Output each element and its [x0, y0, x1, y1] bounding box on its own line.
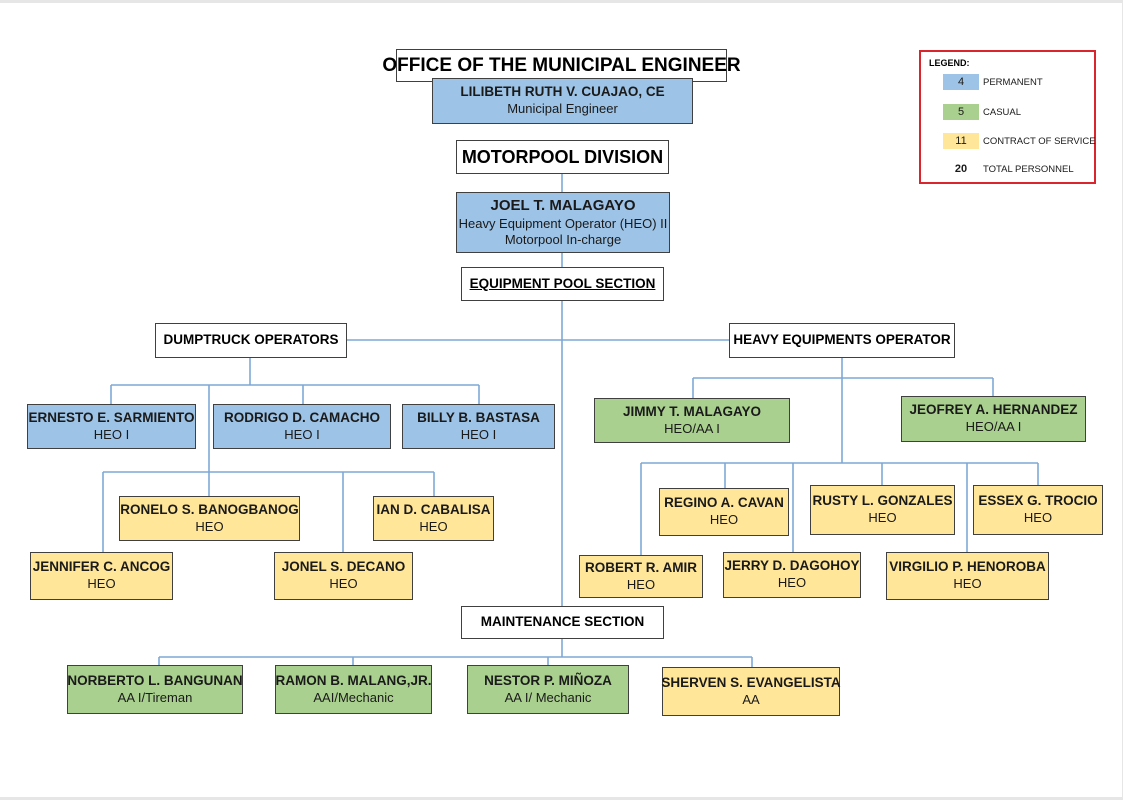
staff-name: JERRY D. DAGOHOY: [724, 558, 860, 574]
staff-box: VIRGILIO P. HENOROBA HEO: [886, 552, 1049, 600]
staff-box: SHERVEN S. EVANGELISTA AA: [661, 667, 841, 716]
legend-total-count: 20: [954, 163, 968, 175]
staff-position: HEO I: [284, 426, 320, 442]
staff-box: JONEL S. DECANO HEO: [274, 552, 413, 600]
staff-name: RONELO S. BANOGBANOG: [120, 501, 299, 517]
staff-name: JIMMY T. MALAGAYO: [622, 403, 762, 419]
staff-position: AAI/Mechanic: [313, 689, 394, 705]
staff-position: HEO I: [93, 426, 130, 442]
staff-name: RAMON B. MALANG,JR.: [275, 672, 432, 688]
staff-name: BILLY B. BASTASA: [417, 409, 540, 425]
staff-name: JONEL S. DECANO: [281, 559, 406, 575]
staff-name: JEOFREY A. HERNANDEZ: [909, 402, 1078, 418]
municipal-engineer-box: LILIBETH RUTH V. CUAJAO, CE Municipal En…: [432, 78, 693, 124]
staff-box: BILLY B. BASTASA HEO I: [402, 404, 555, 449]
equipment-pool-section-title: EQUIPMENT POOL SECTION: [469, 275, 656, 291]
staff-box: NESTOR P. MIÑOZA AA I/ Mechanic: [467, 665, 629, 714]
staff-box: ROBERT R. AMIR HEO: [579, 555, 703, 598]
staff-box: JENNIFER C. ANCOG HEO: [30, 552, 173, 600]
staff-box: IAN D. CABALISA HEO: [373, 496, 494, 541]
staff-position: HEO/AA I: [664, 420, 720, 436]
staff-position: HEO: [777, 575, 807, 591]
staff-position: HEO: [626, 576, 656, 592]
staff-name: SHERVEN S. EVANGELISTA: [661, 674, 841, 690]
staff-name: ERNESTO E. SARMIENTO: [28, 409, 195, 425]
staff-position: HEO: [868, 510, 897, 526]
legend-label-casual: CASUAL: [983, 107, 1022, 118]
legend: LEGEND: 4 PERMANENT 5 CASUAL 11 CONTRACT…: [919, 50, 1096, 184]
staff-name: IAN D. CABALISA: [376, 501, 491, 517]
legend-label-permanent: PERMANENT: [983, 77, 1043, 88]
legend-label-total: TOTAL PERSONNEL: [983, 164, 1074, 175]
staff-box: RAMON B. MALANG,JR. AAI/Mechanic: [275, 665, 432, 714]
dumptruck-operators-title: DUMPTRUCK OPERATORS: [163, 332, 339, 348]
staff-name: RUSTY L. GONZALES: [812, 493, 953, 509]
staff-box: JERRY D. DAGOHOY HEO: [723, 552, 861, 598]
staff-box: REGINO A. CAVAN HEO: [659, 488, 789, 536]
staff-box: RUSTY L. GONZALES HEO: [810, 485, 955, 535]
maintenance-section-box: MAINTENANCE SECTION: [461, 606, 664, 639]
municipal-engineer-position: Municipal Engineer: [507, 101, 618, 117]
legend-swatch-permanent: 4: [943, 74, 979, 90]
legend-label-contract: CONTRACT OF SERVICE: [983, 136, 1096, 147]
staff-position: HEO: [329, 576, 358, 592]
heavy-equipment-operator-title: HEAVY EQUIPMENTS OPERATOR: [733, 332, 951, 348]
incharge-position: Heavy Equipment Operator (HEO) II: [458, 215, 668, 231]
staff-position: HEO: [195, 518, 224, 534]
legend-swatch-contract: 11: [943, 133, 979, 149]
staff-position: AA I/Tireman: [117, 689, 193, 705]
staff-position: AA: [742, 691, 760, 707]
staff-name: JENNIFER C. ANCOG: [32, 559, 171, 575]
legend-swatch-casual: 5: [943, 104, 979, 120]
incharge-name: JOEL T. MALAGAYO: [490, 196, 636, 214]
division-title: MOTORPOOL DIVISION: [461, 146, 664, 167]
staff-box: ERNESTO E. SARMIENTO HEO I: [27, 404, 196, 449]
staff-position: HEO: [419, 518, 448, 534]
office-title: OFFICE OF THE MUNICIPAL ENGINEER: [382, 54, 741, 76]
staff-position: HEO: [953, 576, 982, 592]
heavy-equipment-operator-box: HEAVY EQUIPMENTS OPERATOR: [729, 323, 955, 358]
staff-name: ROBERT R. AMIR: [585, 559, 697, 575]
staff-name: NORBERTO L. BANGUNAN: [67, 672, 243, 688]
staff-position: HEO/AA I: [965, 419, 1022, 435]
incharge-role: Motorpool In-charge: [504, 231, 622, 247]
staff-position: HEO: [1023, 510, 1053, 526]
motorpool-incharge-box: JOEL T. MALAGAYO Heavy Equipment Operato…: [456, 192, 670, 253]
staff-name: RODRIGO D. CAMACHO: [224, 409, 380, 425]
staff-box: RONELO S. BANOGBANOG HEO: [119, 496, 300, 541]
staff-box: JEOFREY A. HERNANDEZ HEO/AA I: [901, 396, 1086, 442]
staff-box: ESSEX G. TROCIO HEO: [973, 485, 1103, 535]
maintenance-section-title: MAINTENANCE SECTION: [480, 614, 645, 630]
staff-box: JIMMY T. MALAGAYO HEO/AA I: [594, 398, 790, 443]
equipment-pool-section-box: EQUIPMENT POOL SECTION: [461, 267, 664, 301]
staff-box: RODRIGO D. CAMACHO HEO I: [213, 404, 391, 449]
staff-position: HEO: [709, 512, 739, 528]
staff-position: HEO: [87, 576, 116, 592]
municipal-engineer-name: LILIBETH RUTH V. CUAJAO, CE: [460, 84, 665, 100]
staff-position: HEO I: [460, 426, 497, 442]
dumptruck-operators-box: DUMPTRUCK OPERATORS: [155, 323, 347, 358]
staff-name: ESSEX G. TROCIO: [978, 493, 1098, 509]
staff-name: VIRGILIO P. HENOROBA: [889, 559, 1046, 575]
staff-name: REGINO A. CAVAN: [664, 495, 784, 511]
staff-position: AA I/ Mechanic: [504, 689, 592, 705]
staff-name: NESTOR P. MIÑOZA: [484, 672, 612, 688]
staff-box: NORBERTO L. BANGUNAN AA I/Tireman: [67, 665, 243, 714]
division-title-box: MOTORPOOL DIVISION: [456, 140, 669, 174]
legend-title: LEGEND:: [929, 58, 970, 68]
